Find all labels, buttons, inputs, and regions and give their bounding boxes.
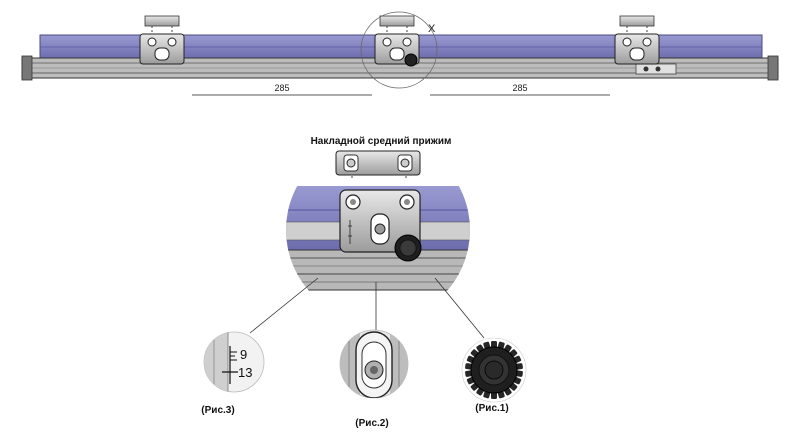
right-end-cap — [767, 55, 779, 81]
rail-assembly-overview: X — [21, 11, 779, 89]
figure-1-caption: (Рис.1) — [475, 403, 508, 414]
clamp-top-plate — [335, 150, 421, 176]
figure-3-scale: 9 13 (Рис.3) — [201, 331, 265, 416]
callout-letter: X — [428, 23, 436, 35]
right-clamp — [614, 15, 660, 65]
figure-1-knob: (Рис.1) — [461, 337, 527, 414]
figure-2-caption: (Рис.2) — [355, 418, 388, 429]
leader-lines — [249, 277, 485, 339]
middle-clamp — [374, 15, 420, 67]
detail-title: Накладной средний прижим — [311, 136, 452, 147]
figure-3-caption: (Рис.3) — [201, 405, 234, 416]
left-end-cap — [21, 55, 33, 81]
left-clamp — [139, 15, 185, 65]
dimension-left-value: 285 — [274, 83, 289, 93]
figure-2-slot: (Рис.2) — [339, 329, 409, 429]
scale-value-bottom: 13 — [238, 365, 252, 380]
scale-value-top: 9 — [240, 347, 247, 362]
dimension-right-value: 285 — [512, 83, 527, 93]
detail-callout-circle — [360, 11, 438, 89]
dimension-lines: 285 285 — [192, 83, 610, 96]
